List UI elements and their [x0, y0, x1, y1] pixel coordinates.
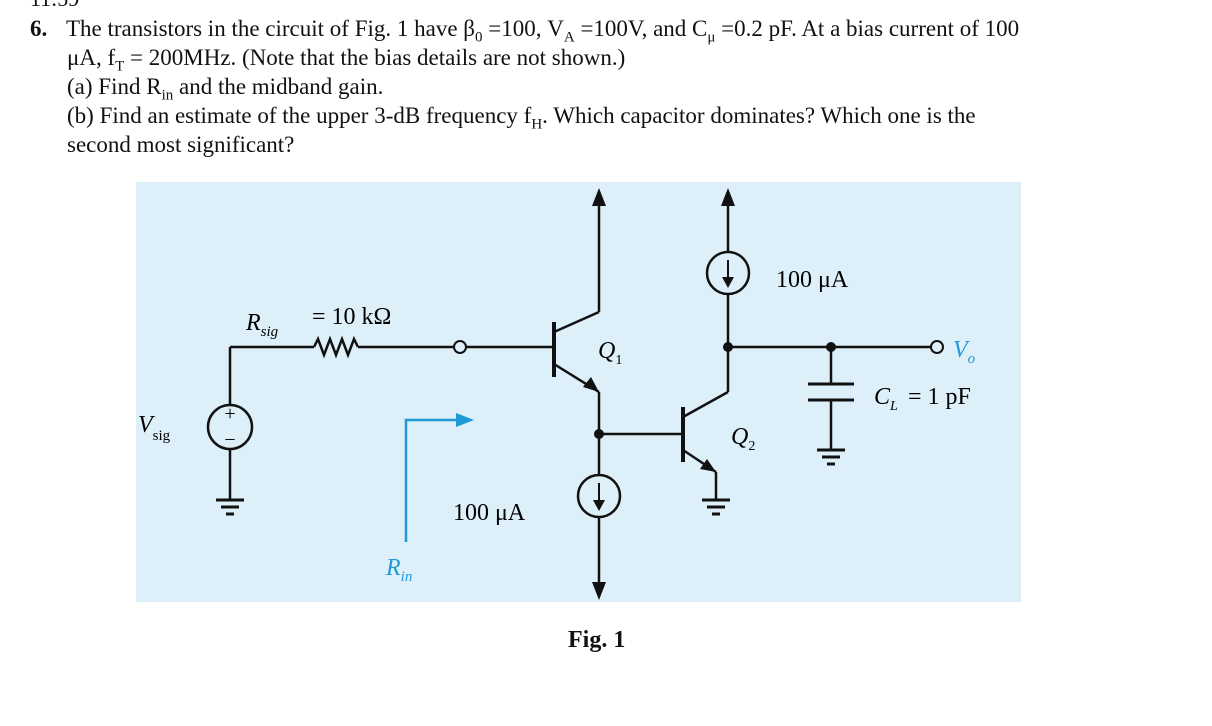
problem-line-1: 6. The transistors in the circuit of Fig.… [30, 14, 1190, 46]
ground-icon [216, 498, 244, 516]
part-a: (a) Find Rin and the midband gain. [30, 72, 1190, 104]
bottom-source-arrow [592, 582, 606, 600]
line2-text-b: = 200MHz. (Note that the bias details ar… [124, 45, 626, 70]
line1-text-b: =100, V [482, 16, 564, 41]
q1-emitter-node [594, 429, 604, 439]
rin-terminal [453, 340, 467, 354]
q1-collector-lead [553, 310, 600, 334]
line1-text-d: =0.2 pF. At a bias current of 100 [715, 16, 1020, 41]
q1-collector-arrow [592, 188, 606, 206]
cl-value: = 1 pF [908, 384, 971, 410]
vsig-label: Vsig [138, 412, 171, 444]
vo-terminal [930, 340, 944, 354]
part-b-text-a: (b) Find an estimate of the upper 3-dB f… [67, 103, 532, 128]
part-a-text-b: and the midband gain. [173, 74, 384, 99]
rsig-value: = 10 kΩ [312, 304, 391, 330]
line1-text-a: The transistors in the circuit of Fig. 1… [66, 16, 476, 41]
rin-subscript: in [161, 87, 174, 104]
source-minus-sign: − [224, 429, 235, 451]
problem-statement: 6. The transistors in the circuit of Fig.… [30, 14, 1190, 159]
beta-subscript: 0 [475, 29, 483, 46]
q2-label: Q2 [731, 424, 755, 454]
problem-line-2: μA, fT = 200MHz. (Note that the bias det… [30, 43, 1190, 75]
va-subscript: A [563, 29, 575, 46]
problem-number: 6. [30, 16, 48, 41]
q2-emitter-arrow [700, 459, 716, 472]
status-clock: 11:59 [30, 0, 79, 10]
rin-arrow [404, 418, 458, 542]
figure-caption: Fig. 1 [568, 627, 626, 653]
q2-supply-arrow [721, 188, 735, 206]
part-b-line-1: (b) Find an estimate of the upper 3-dB f… [30, 101, 1190, 133]
source-plus-sign: + [224, 403, 235, 425]
rin-label: Rin [385, 555, 412, 585]
fh-subscript: H [531, 116, 543, 133]
down-arrow-icon [593, 500, 605, 511]
part-b-line-2: second most significant? [67, 132, 295, 157]
rsig-resistor [312, 335, 360, 359]
circuit-figure: + − Rsig = 10 kΩ Vsig Q1 Q2 100 μA 100 μ… [136, 182, 1021, 602]
q2-collector-lead [682, 390, 729, 419]
line2-text-a: μA, f [67, 45, 116, 70]
cl-node [826, 342, 836, 352]
vsig-source [206, 403, 254, 451]
down-arrow-icon [722, 277, 734, 288]
rsig-label: Rsig [245, 310, 279, 340]
ground-icon [817, 448, 845, 466]
line1-text-c: =100V, and C [574, 16, 708, 41]
ft-subscript: T [115, 58, 125, 75]
part-b-text-b: . Which capacitor dominates? Which one i… [542, 103, 976, 128]
cmu-subscript: μ [707, 29, 716, 46]
arrow-right-icon [456, 413, 474, 427]
q2-collector-node [723, 342, 733, 352]
q1-label: Q1 [598, 338, 622, 368]
top-current-label: 100 μA [776, 267, 849, 293]
part-a-text-a: (a) Find R [67, 74, 162, 99]
cl-label: CL [874, 384, 898, 414]
circuit-diagram: + − Rsig = 10 kΩ Vsig Q1 Q2 100 μA 100 μ… [138, 188, 976, 600]
bottom-current-label: 100 μA [453, 500, 526, 526]
vo-label: Vo [953, 337, 976, 367]
q1-emitter-arrow [583, 377, 599, 392]
ground-icon [702, 498, 730, 516]
